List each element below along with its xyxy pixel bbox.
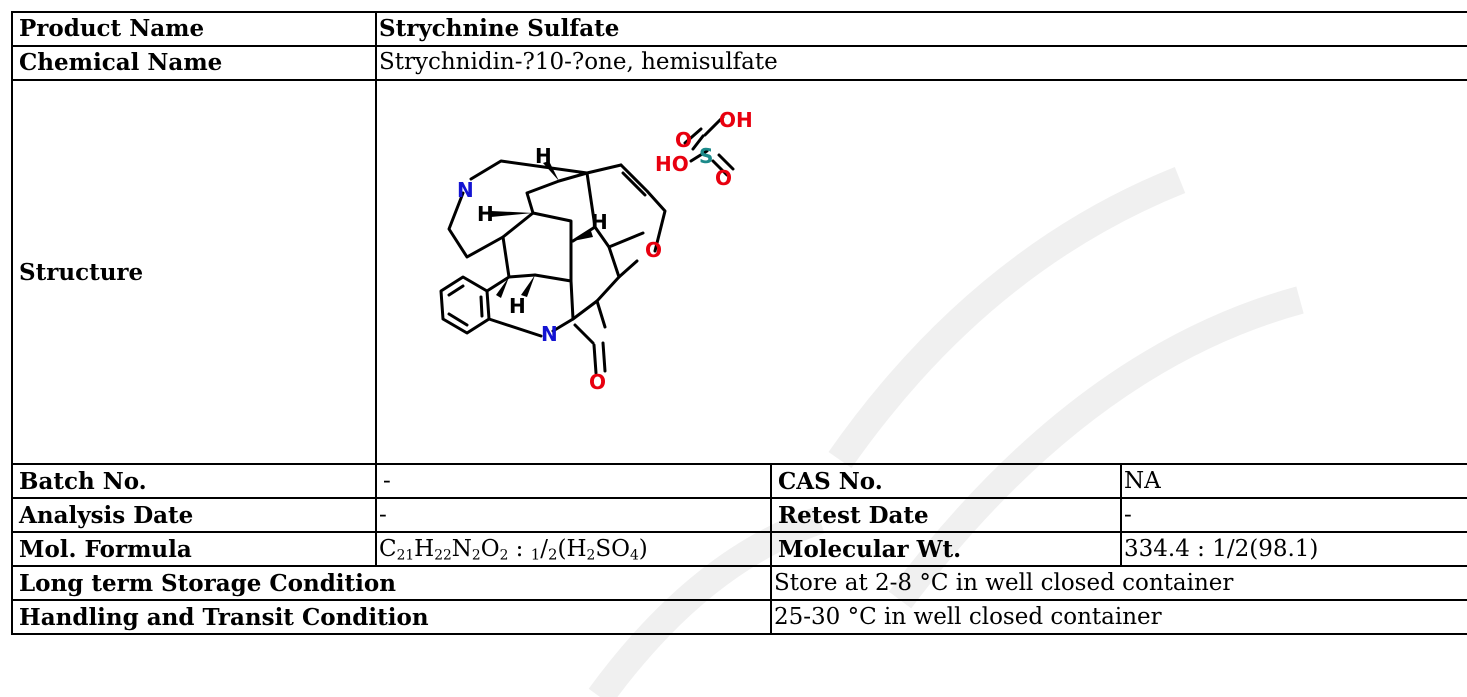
retest-date-value: -	[1119, 497, 1467, 534]
structure-label: Structure	[11, 78, 377, 466]
formula-o-count: 2	[499, 547, 509, 564]
wedge-bonds	[491, 161, 593, 298]
product-name-label: Product Name	[11, 11, 377, 47]
atom-sulfur: S	[699, 144, 713, 168]
atom-o-top: O	[675, 128, 692, 152]
row-structure: Structure	[11, 78, 1467, 466]
atom-oh: OH	[719, 108, 753, 132]
cas-no-value: NA	[1119, 463, 1467, 500]
chemical-name-value: Strychnidin-?10-?one, hemisulfate	[374, 45, 1467, 81]
product-name-value: Strychnine Sulfate	[374, 11, 1467, 47]
formula-open: (H	[557, 535, 587, 562]
row-analysis-retest: Analysis Date - Retest Date -	[11, 497, 1467, 534]
atom-n-bottom: N	[541, 322, 558, 346]
atom-ho: HO	[655, 152, 689, 176]
row-batch-cas: Batch No. - CAS No. NA	[11, 463, 1467, 500]
structure-cell: O OH S HO O O N N O H H H H	[374, 78, 1467, 466]
chemical-name-label: Chemical Name	[11, 45, 377, 81]
batch-no-label: Batch No.	[11, 463, 377, 500]
storage-label: Long term Storage Condition	[11, 565, 772, 602]
analysis-date-label: Analysis Date	[11, 497, 377, 534]
mol-formula-label: Mol. Formula	[11, 531, 377, 568]
row-product-name: Product Name Strychnine Sulfate	[11, 11, 1467, 47]
bond-lines	[439, 115, 735, 375]
formula-frac-den: 2	[547, 545, 558, 564]
molecular-wt-label: Molecular Wt.	[770, 531, 1122, 568]
row-chemical-name: Chemical Name Strychnidin-?10-?one, hemi…	[11, 45, 1467, 81]
row-formula-weight: Mol. Formula C21H22N2O2 : 1/2(H2SO4) Mol…	[11, 531, 1467, 568]
formula-h2-count: 2	[586, 547, 596, 564]
formula-so-count: 4	[629, 547, 639, 564]
analysis-date-value: -	[375, 497, 772, 534]
atom-o-bottom: O	[715, 166, 732, 190]
formula-h-count: 22	[434, 547, 452, 564]
atom-h-4: H	[509, 294, 526, 318]
row-storage: Long term Storage Condition Store at 2-8…	[11, 565, 1467, 602]
atom-o-ether: O	[645, 238, 662, 262]
mol-formula-value: C21H22N2O2 : 1/2(H2SO4)	[375, 531, 772, 568]
molecular-wt-value: 334.4 : 1/2(98.1)	[1119, 531, 1467, 568]
structure-image: O OH S HO O O N N O H H H H	[439, 108, 753, 394]
handling-value: 25-30 °C in well closed container	[769, 599, 1467, 636]
formula-frac-slash: /	[540, 535, 548, 562]
batch-no-value: -	[375, 463, 772, 500]
formula-c: C	[379, 535, 397, 562]
cas-no-label: CAS No.	[770, 463, 1122, 500]
atom-h-2: H	[477, 202, 494, 226]
handling-label: Handling and Transit Condition	[11, 599, 772, 636]
formula-so: SO	[595, 535, 630, 562]
coa-table: Product Name Strychnine Sulfate Chemical…	[11, 11, 1467, 636]
formula-n-count: 2	[471, 547, 481, 564]
formula-c-count: 21	[396, 547, 415, 564]
atom-h-1: H	[535, 144, 552, 168]
storage-value: Store at 2-8 °C in well closed container	[769, 565, 1467, 602]
atom-o-carbonyl: O	[589, 370, 606, 394]
formula-n: N	[451, 535, 472, 562]
retest-date-label: Retest Date	[770, 497, 1122, 534]
atom-n-top: N	[457, 178, 474, 202]
atom-h-3: H	[591, 210, 608, 234]
formula-close: )	[638, 535, 648, 562]
formula-o: O	[480, 535, 500, 562]
formula-separator: :	[508, 535, 531, 562]
formula-frac-num: 1	[530, 545, 541, 564]
row-handling: Handling and Transit Condition 25-30 °C …	[11, 599, 1467, 636]
formula-h: H	[414, 535, 435, 562]
